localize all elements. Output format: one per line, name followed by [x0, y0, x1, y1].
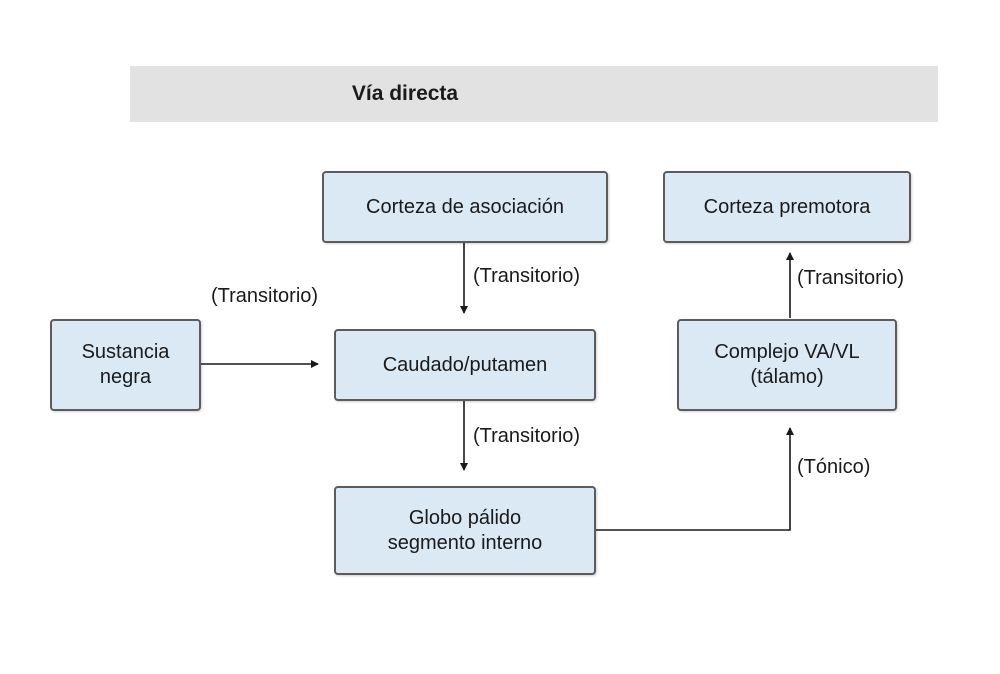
edge-label-sustancia-to-caudado: (Transitorio)	[211, 285, 319, 307]
node-sustancia-negra: Sustancia negra	[50, 319, 201, 411]
node-caudado-putamen-label: Caudado/putamen	[382, 353, 548, 376]
arrow-globo-to-complejo	[596, 427, 794, 531]
edge-label-complejo-to-premotora: (Transitorio)	[797, 267, 905, 289]
title-band	[130, 66, 938, 122]
edge-label-caudado-to-globo: (Transitorio)	[473, 425, 581, 447]
node-corteza-premotora: Corteza premotora	[663, 171, 911, 243]
node-caudado-putamen: Caudado/putamen	[334, 329, 596, 401]
node-corteza-asociacion: Corteza de asociación	[322, 171, 608, 243]
node-complejo-vavl-label: Complejo VA/VL (tálamo)	[714, 341, 860, 388]
edge-label-asociacion-to-caudado: (Transitorio)	[473, 265, 581, 287]
edge-label-globo-to-complejo: (Tónico)	[797, 456, 871, 478]
node-sustancia-negra-label: Sustancia negra	[81, 341, 170, 388]
node-corteza-premotora-label: Corteza premotora	[703, 195, 871, 218]
node-globo-palido-label: Globo pálido segmento interno	[387, 506, 543, 554]
node-complejo-vavl: Complejo VA/VL (tálamo)	[677, 319, 897, 411]
diagram-title: Vía directa	[351, 82, 459, 105]
node-corteza-asociacion-label: Corteza de asociación	[366, 195, 564, 218]
node-globo-palido: Globo pálido segmento interno	[334, 486, 596, 575]
